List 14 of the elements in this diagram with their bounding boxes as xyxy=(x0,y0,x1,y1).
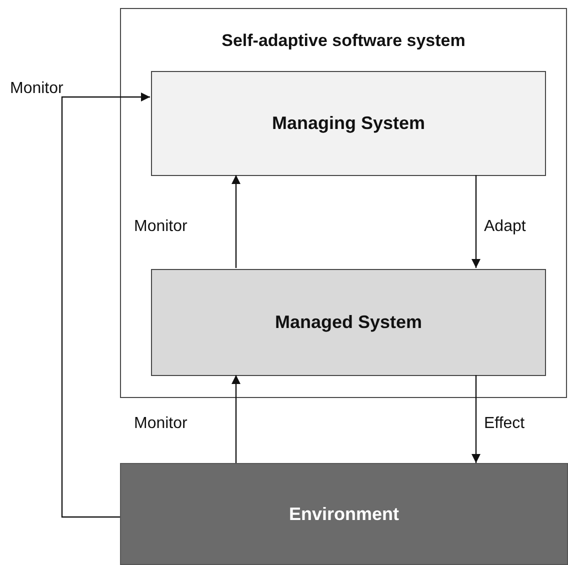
arrow xyxy=(472,175,480,268)
environment-box xyxy=(120,463,568,565)
box-title: Self-adaptive software system xyxy=(222,31,466,51)
arrow xyxy=(472,375,480,463)
system-boundary-box xyxy=(120,8,567,398)
arrow xyxy=(232,175,240,268)
box-label: Environment xyxy=(288,504,399,524)
arrow xyxy=(61,92,150,518)
process-box xyxy=(151,269,546,376)
box-label: Managed System xyxy=(274,312,422,333)
process-box xyxy=(151,71,546,176)
arrow xyxy=(232,375,240,463)
edge-label: Adapt xyxy=(484,218,526,236)
box-label: Managing System xyxy=(272,113,426,134)
